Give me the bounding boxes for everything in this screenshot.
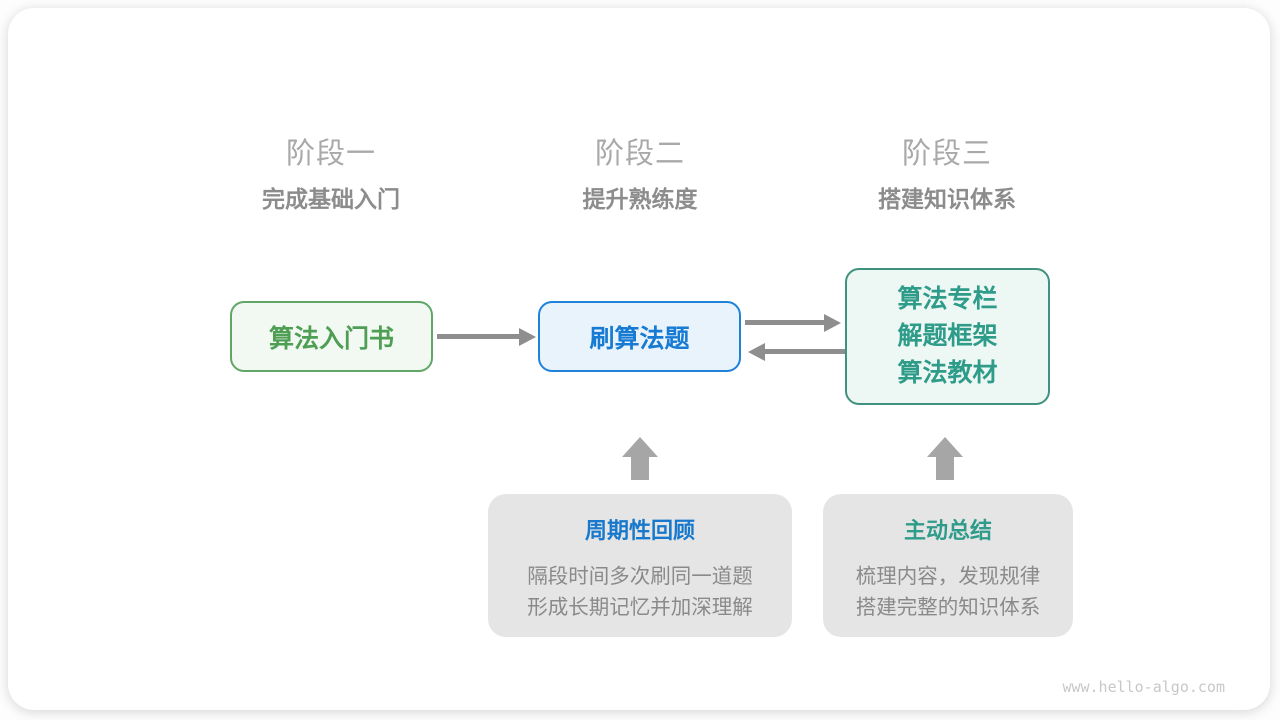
stage-1-subtitle: 完成基础入门 — [262, 186, 400, 212]
node-practice: 刷算法题 — [538, 301, 741, 372]
callout-summarize-line-2: 搭建完整的知识体系 — [855, 596, 1041, 619]
node-beginner-book-label: 算法入门书 — [268, 324, 394, 353]
stage-3-subtitle: 搭建知识体系 — [878, 186, 1016, 212]
callout-summarize-line-1: 梳理内容，发现规律 — [855, 565, 1041, 588]
callout-summarize: 主动总结 梳理内容，发现规律 搭建完整的知识体系 — [823, 494, 1073, 637]
callout-review-title: 周期性回顾 — [584, 518, 695, 543]
arrow-right-icon — [519, 328, 536, 346]
callout-review-line-1: 隔段时间多次刷同一道题 — [527, 565, 753, 588]
arrow-up-stem — [631, 457, 649, 480]
arrow-up-icon — [622, 437, 658, 457]
diagram-card: 阶段一 完成基础入门 阶段二 提升熟练度 阶段三 搭建知识体系 算法入门书 刷算… — [8, 8, 1270, 710]
connector-1-line — [437, 334, 520, 339]
node-resources: 算法专栏 解题框架 算法教材 — [845, 268, 1050, 405]
callout-review: 周期性回顾 隔段时间多次刷同一道题 形成长期记忆并加深理解 — [488, 494, 792, 637]
arrow-up-icon — [927, 437, 963, 457]
connector-3-line — [764, 349, 845, 354]
stage-1-label: 阶段一 — [285, 138, 376, 170]
connector-2-line — [745, 320, 825, 325]
node-beginner-book: 算法入门书 — [230, 301, 433, 372]
node-resources-line-2: 解题框架 — [897, 322, 998, 350]
node-practice-label: 刷算法题 — [589, 324, 690, 353]
stage-3-label: 阶段三 — [901, 138, 992, 170]
callout-summarize-title: 主动总结 — [903, 518, 992, 543]
stage-2-subtitle: 提升熟练度 — [582, 186, 698, 212]
arrow-up-stem — [936, 457, 954, 480]
node-resources-line-3: 算法教材 — [897, 359, 998, 387]
callout-review-line-2: 形成长期记忆并加深理解 — [527, 596, 753, 619]
watermark-url: www.hello-algo.com — [1062, 678, 1225, 696]
node-resources-line-1: 算法专栏 — [897, 285, 998, 313]
arrow-left-icon — [748, 343, 765, 361]
stage-2-label: 阶段二 — [594, 138, 685, 170]
arrow-right-icon — [824, 314, 841, 332]
